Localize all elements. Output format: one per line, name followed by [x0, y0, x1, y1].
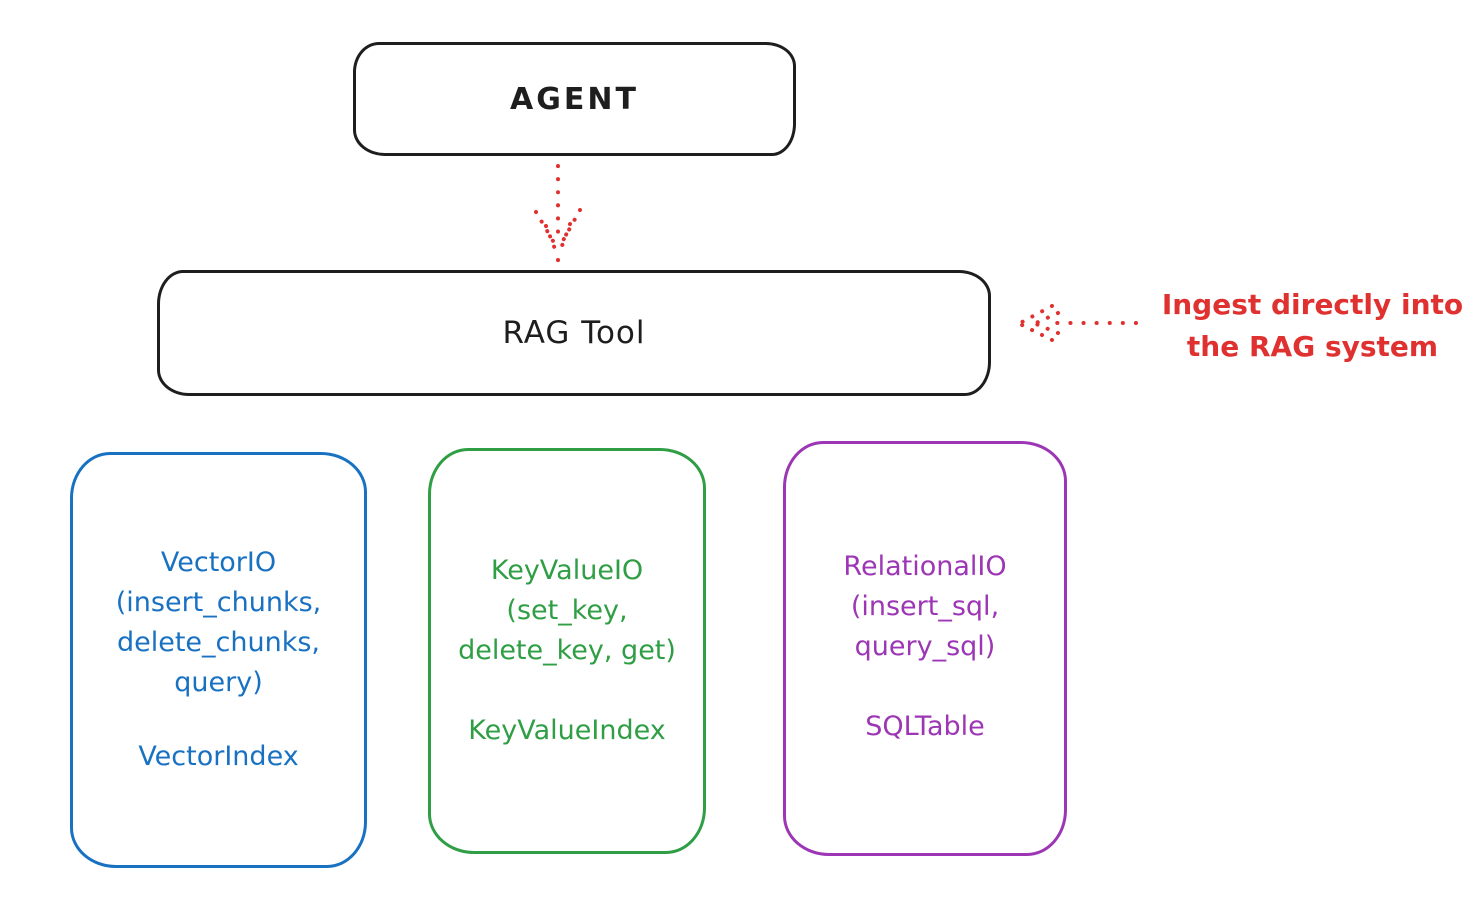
relational-io-methods: RelationalIO (insert_sql, query_sql): [786, 547, 1064, 667]
relational-io-box[interactable]: RelationalIO (insert_sql, query_sql) SQL…: [783, 441, 1067, 856]
key-value-io-line: KeyValueIO: [490, 555, 644, 586]
vector-io-methods: VectorIO (insert_chunks, delete_chunks, …: [73, 543, 364, 703]
vector-io-line: delete_chunks,: [116, 627, 321, 658]
ingest-annotation-line-1: Ingest directly into: [1161, 288, 1464, 321]
rag-tool-label: RAG Tool: [502, 315, 646, 351]
sql-table-label: SQLTable: [865, 711, 985, 742]
key-value-io-methods: KeyValueIO (set_key, delete_key, get): [431, 551, 703, 671]
vector-io-line: query): [174, 667, 263, 698]
rag-tool-node[interactable]: RAG Tool: [157, 270, 991, 396]
key-value-io-line: delete_key, get): [458, 635, 676, 666]
relational-io-line: (insert_sql,: [850, 591, 1000, 622]
ingest-annotation-text: Ingest directly into the RAG system: [1140, 284, 1484, 368]
vector-index-label: VectorIndex: [138, 741, 299, 772]
agent-to-ragtool-arrow-icon: [534, 164, 582, 263]
key-value-io-line: (set_key,: [506, 595, 628, 626]
ingest-annotation-line-2: the RAG system: [1186, 330, 1439, 363]
agent-label: AGENT: [510, 81, 639, 117]
key-value-index-label: KeyValueIndex: [468, 715, 666, 746]
key-value-io-box[interactable]: KeyValueIO (set_key, delete_key, get) Ke…: [428, 448, 706, 854]
vector-io-box[interactable]: VectorIO (insert_chunks, delete_chunks, …: [70, 452, 367, 868]
relational-io-line: query_sql): [854, 631, 996, 662]
agent-node[interactable]: AGENT: [353, 42, 796, 156]
vector-io-line: VectorIO: [160, 547, 277, 578]
vector-io-line: (insert_chunks,: [115, 587, 322, 618]
ingest-annotation-arrow-icon: [1020, 304, 1138, 342]
relational-io-line: RelationalIO: [843, 551, 1007, 582]
